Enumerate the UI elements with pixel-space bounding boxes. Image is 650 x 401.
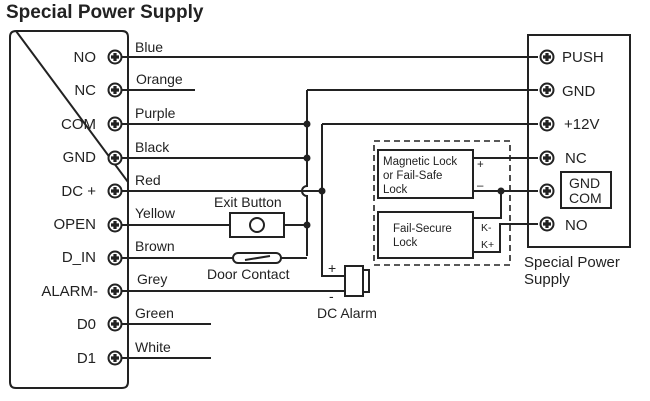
wire-label-black: Black bbox=[135, 139, 170, 155]
screw-terminal-icon bbox=[107, 183, 123, 199]
terminal-label-alarm: ALARM- bbox=[41, 283, 98, 300]
diagram-title: Special Power Supply bbox=[6, 2, 204, 23]
wire-label-purple: Purple bbox=[135, 105, 176, 121]
screw-terminal-icon bbox=[539, 49, 555, 65]
magnetic-lock-minus: – bbox=[477, 180, 484, 192]
screw-terminal-icon bbox=[539, 82, 555, 98]
wire-label-green: Green bbox=[135, 305, 174, 321]
junction-dot bbox=[318, 187, 326, 195]
door-contact-reed-icon bbox=[232, 252, 282, 264]
screw-terminal-icon bbox=[539, 116, 555, 132]
door-contact-component: Door Contact bbox=[207, 252, 290, 282]
terminal-label-d0: D0 bbox=[77, 316, 96, 333]
terminal-label-com: COM bbox=[61, 116, 96, 133]
fail-secure-lock-component: Fail-Secure Lock K- K+ bbox=[377, 191, 538, 259]
wire-label-blue: Blue bbox=[135, 39, 163, 55]
ps-label-nc: NC bbox=[565, 150, 587, 167]
fail-secure-label-2: Lock bbox=[393, 237, 418, 249]
terminal-label-gnd: GND bbox=[63, 149, 97, 166]
ps-label-push: PUSH bbox=[562, 49, 604, 66]
wire-kminus-gnd bbox=[473, 191, 502, 219]
wire-gnd-bus bbox=[301, 90, 308, 256]
magnetic-lock-component: Magnetic Lock or Fail-Safe Lock + – bbox=[377, 149, 538, 199]
screw-terminal-icon bbox=[539, 150, 555, 166]
screw-terminal-icon bbox=[107, 49, 123, 65]
screw-terminal-icon bbox=[539, 216, 555, 232]
wire-label-brown: Brown bbox=[135, 238, 175, 254]
terminal-label-open: OPEN bbox=[53, 216, 96, 233]
screw-terminal-icon bbox=[107, 116, 123, 132]
dc-alarm-cap-icon bbox=[362, 269, 370, 293]
controller-box bbox=[9, 29, 129, 389]
screw-terminal-icon bbox=[107, 350, 123, 366]
gnd-com-box bbox=[560, 171, 612, 209]
junction-dots bbox=[303, 120, 505, 229]
screw-terminal-icon bbox=[107, 82, 123, 98]
exit-button-circle-icon bbox=[249, 217, 265, 233]
ps-label-gnd: GND bbox=[562, 83, 596, 100]
power-supply-caption-1: Special Power bbox=[524, 254, 620, 271]
magnetic-lock-plus: + bbox=[477, 159, 484, 171]
power-supply-caption-2: Supply bbox=[524, 271, 570, 288]
wire-kplus-no bbox=[473, 223, 538, 253]
screw-terminal-icon bbox=[107, 217, 123, 233]
wire-label-yellow: Yellow bbox=[135, 205, 176, 221]
ps-label-12v: +12V bbox=[564, 116, 599, 133]
ps-label-gnd-com-2: COM bbox=[569, 190, 602, 206]
door-contact-switch-icon bbox=[244, 255, 271, 261]
magnetic-lock-box bbox=[377, 149, 474, 199]
wires bbox=[122, 56, 538, 359]
wire-label-white: White bbox=[135, 339, 171, 355]
terminal-label-d-in: D_IN bbox=[62, 249, 96, 266]
terminal-label-no: NO bbox=[74, 49, 97, 66]
controller-terminals: NO NC COM GND DC + OPEN D_IN ALARM- D0 D… bbox=[41, 49, 98, 367]
dc-alarm-minus: - bbox=[329, 288, 334, 304]
screw-terminal-icon bbox=[107, 250, 123, 266]
power-supply-box bbox=[527, 34, 631, 248]
dc-alarm-label: DC Alarm bbox=[317, 305, 377, 321]
screw-terminal-icon bbox=[539, 183, 555, 199]
controller-screw-terminals bbox=[107, 49, 123, 366]
wire-color-labels: Blue Orange Purple Black Red Yellow Brow… bbox=[135, 39, 183, 355]
terminal-label-nc: NC bbox=[74, 82, 96, 99]
exit-button-label: Exit Button bbox=[214, 194, 282, 210]
screw-terminal-icon bbox=[107, 150, 123, 166]
door-contact-label: Door Contact bbox=[207, 266, 290, 282]
dc-alarm-body-icon bbox=[344, 265, 364, 297]
junction-dot bbox=[303, 120, 311, 128]
fail-secure-kplus: K+ bbox=[481, 239, 494, 251]
fail-secure-kminus: K- bbox=[481, 222, 492, 234]
junction-dot bbox=[303, 221, 311, 229]
ps-label-no: NO bbox=[565, 217, 588, 234]
exit-button-component: Exit Button bbox=[214, 194, 285, 238]
ps-label-gnd-com-1: GND bbox=[569, 175, 600, 191]
terminal-label-dc-plus: DC + bbox=[61, 183, 96, 200]
wire-12v-bus bbox=[321, 124, 345, 277]
screw-terminal-icon bbox=[107, 283, 123, 299]
exit-button-box bbox=[229, 212, 285, 238]
fail-secure-label-1: Fail-Secure bbox=[393, 223, 452, 235]
terminal-label-d1: D1 bbox=[77, 350, 96, 367]
magnetic-lock-label-3: Lock bbox=[383, 184, 408, 196]
wire-label-orange: Orange bbox=[136, 71, 183, 87]
power-supply-screw-terminals bbox=[539, 49, 555, 232]
wire-label-grey: Grey bbox=[137, 271, 167, 287]
dc-alarm-component: + - DC Alarm bbox=[317, 260, 377, 321]
junction-dot bbox=[303, 154, 311, 162]
power-supply-terminal-labels: PUSH GND +12V NC GND COM NO bbox=[562, 49, 604, 234]
wire-label-red: Red bbox=[135, 172, 161, 188]
dc-alarm-plus: + bbox=[328, 260, 336, 276]
screw-terminal-icon bbox=[107, 316, 123, 332]
magnetic-lock-label-2: or Fail-Safe bbox=[383, 170, 442, 182]
fail-secure-lock-box bbox=[377, 211, 474, 259]
magnetic-lock-label-1: Magnetic Lock bbox=[383, 156, 457, 168]
